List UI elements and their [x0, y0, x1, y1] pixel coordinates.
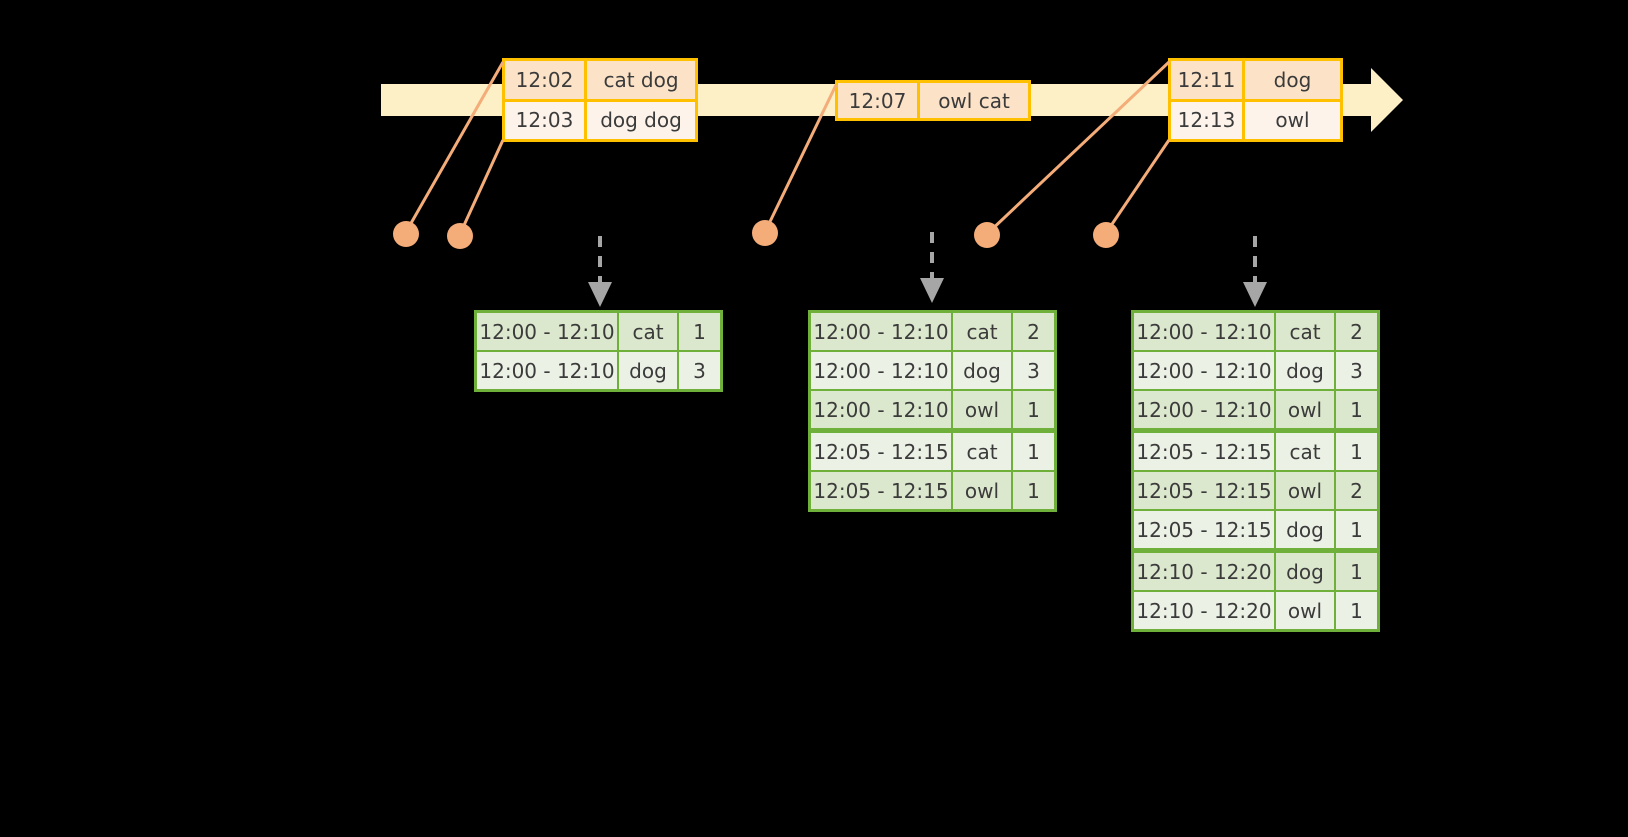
cell-word: owl	[1276, 592, 1334, 629]
cell-window: 12:00 - 12:10	[811, 352, 951, 389]
cell-word: dog	[619, 352, 677, 389]
cell-count: 3	[1013, 352, 1054, 389]
result-table-3[interactable]: 12:00 - 12:10 cat 2 12:00 - 12:10 dog 3 …	[1131, 310, 1380, 632]
event-row: 12:07 owl cat	[838, 83, 1028, 118]
cell-word: dog	[1276, 352, 1334, 389]
cell-word: cat	[619, 313, 677, 350]
event-time: 12:13	[1171, 101, 1245, 139]
event-time: 12:07	[838, 83, 920, 118]
table-row: 12:10 - 12:20 owl 1	[1134, 592, 1377, 629]
table-row: 12:05 - 12:15 dog 1	[1134, 511, 1377, 548]
cell-count: 1	[1336, 391, 1377, 428]
table-row: 12:05 - 12:15 cat 1	[1134, 433, 1377, 470]
cell-word: cat	[1276, 313, 1334, 350]
cell-count: 1	[1336, 433, 1377, 470]
cell-window: 12:00 - 12:10	[1134, 352, 1274, 389]
result-table-2[interactable]: 12:00 - 12:10 cat 2 12:00 - 12:10 dog 3 …	[808, 310, 1057, 512]
table-row: 12:05 - 12:15 owl 2	[1134, 472, 1377, 509]
event-box-group-3[interactable]: 12:11 dog 12:13 owl	[1168, 58, 1343, 142]
cell-count: 1	[1013, 472, 1054, 509]
cell-count: 1	[679, 313, 720, 350]
timeline-arrow-head	[1371, 68, 1403, 132]
event-marker-2	[447, 223, 473, 249]
cell-count: 3	[1336, 352, 1377, 389]
cell-word: owl	[953, 391, 1011, 428]
cell-window: 12:05 - 12:15	[1134, 472, 1274, 509]
cell-window: 12:10 - 12:20	[1134, 592, 1274, 629]
cell-count: 2	[1336, 472, 1377, 509]
table-row: 12:00 - 12:10 dog 3	[1134, 352, 1377, 389]
cell-window: 12:00 - 12:10	[811, 313, 951, 350]
cell-word: cat	[1276, 433, 1334, 470]
arrow-heads	[588, 278, 1267, 307]
event-words: owl cat	[920, 83, 1028, 118]
event-words: owl	[1245, 101, 1340, 139]
cell-word: cat	[953, 313, 1011, 350]
table-row: 12:00 - 12:10 cat 2	[811, 313, 1054, 350]
table-row: 12:00 - 12:10 owl 1	[811, 391, 1054, 428]
table-row: 12:00 - 12:10 dog 3	[811, 352, 1054, 389]
cell-window: 12:05 - 12:15	[811, 433, 951, 470]
cell-count: 1	[1336, 511, 1377, 548]
event-markers	[393, 220, 1119, 249]
cell-count: 2	[1013, 313, 1054, 350]
cell-window: 12:05 - 12:15	[811, 472, 951, 509]
event-time: 12:03	[505, 101, 587, 139]
cell-window: 12:00 - 12:10	[811, 391, 951, 428]
arrow-head-icon-2	[920, 278, 944, 303]
arrow-head-icon-3	[1243, 282, 1267, 307]
event-row: 12:02 cat dog	[505, 61, 695, 99]
event-words: dog	[1245, 61, 1340, 99]
cell-window: 12:00 - 12:10	[477, 313, 617, 350]
event-time: 12:11	[1171, 61, 1245, 99]
event-row: 12:13 owl	[1171, 98, 1340, 139]
cell-window: 12:00 - 12:10	[1134, 313, 1274, 350]
event-marker-5	[1093, 222, 1119, 248]
cell-count: 2	[1336, 313, 1377, 350]
cell-word: cat	[953, 433, 1011, 470]
cell-word: owl	[1276, 472, 1334, 509]
event-marker-4	[974, 222, 1000, 248]
event-marker-1	[393, 221, 419, 247]
event-box-group-1[interactable]: 12:02 cat dog 12:03 dog dog	[502, 58, 698, 142]
table-row: 12:05 - 12:15 cat 1	[811, 433, 1054, 470]
table-row: 12:00 - 12:10 dog 3	[477, 352, 720, 389]
cell-count: 1	[1013, 433, 1054, 470]
cell-window: 12:10 - 12:20	[1134, 553, 1274, 590]
cell-count: 1	[1336, 553, 1377, 590]
connector-line-5	[1104, 139, 1171, 234]
cell-word: owl	[953, 472, 1011, 509]
event-row: 12:11 dog	[1171, 61, 1340, 99]
cell-window: 12:00 - 12:10	[1134, 391, 1274, 428]
connector-line-2	[458, 139, 505, 235]
cell-word: dog	[953, 352, 1011, 389]
cell-window: 12:05 - 12:15	[1134, 511, 1274, 548]
cell-window: 12:00 - 12:10	[477, 352, 617, 389]
cell-word: owl	[1276, 391, 1334, 428]
table-row: 12:00 - 12:10 cat 2	[1134, 313, 1377, 350]
event-time: 12:02	[505, 61, 587, 99]
cell-count: 3	[679, 352, 720, 389]
cell-count: 1	[1336, 592, 1377, 629]
cell-count: 1	[1013, 391, 1054, 428]
table-row: 12:00 - 12:10 owl 1	[1134, 391, 1377, 428]
cell-word: dog	[1276, 553, 1334, 590]
cell-word: dog	[1276, 511, 1334, 548]
table-row: 12:00 - 12:10 cat 1	[477, 313, 720, 350]
event-marker-3	[752, 220, 778, 246]
event-words: dog dog	[587, 101, 695, 139]
event-box-group-2[interactable]: 12:07 owl cat	[835, 80, 1031, 121]
arrow-head-icon-1	[588, 282, 612, 307]
event-words: cat dog	[587, 61, 695, 99]
table-row: 12:05 - 12:15 owl 1	[811, 472, 1054, 509]
event-row: 12:03 dog dog	[505, 98, 695, 139]
table-row: 12:10 - 12:20 dog 1	[1134, 553, 1377, 590]
result-table-1[interactable]: 12:00 - 12:10 cat 1 12:00 - 12:10 dog 3	[474, 310, 723, 392]
cell-window: 12:05 - 12:15	[1134, 433, 1274, 470]
